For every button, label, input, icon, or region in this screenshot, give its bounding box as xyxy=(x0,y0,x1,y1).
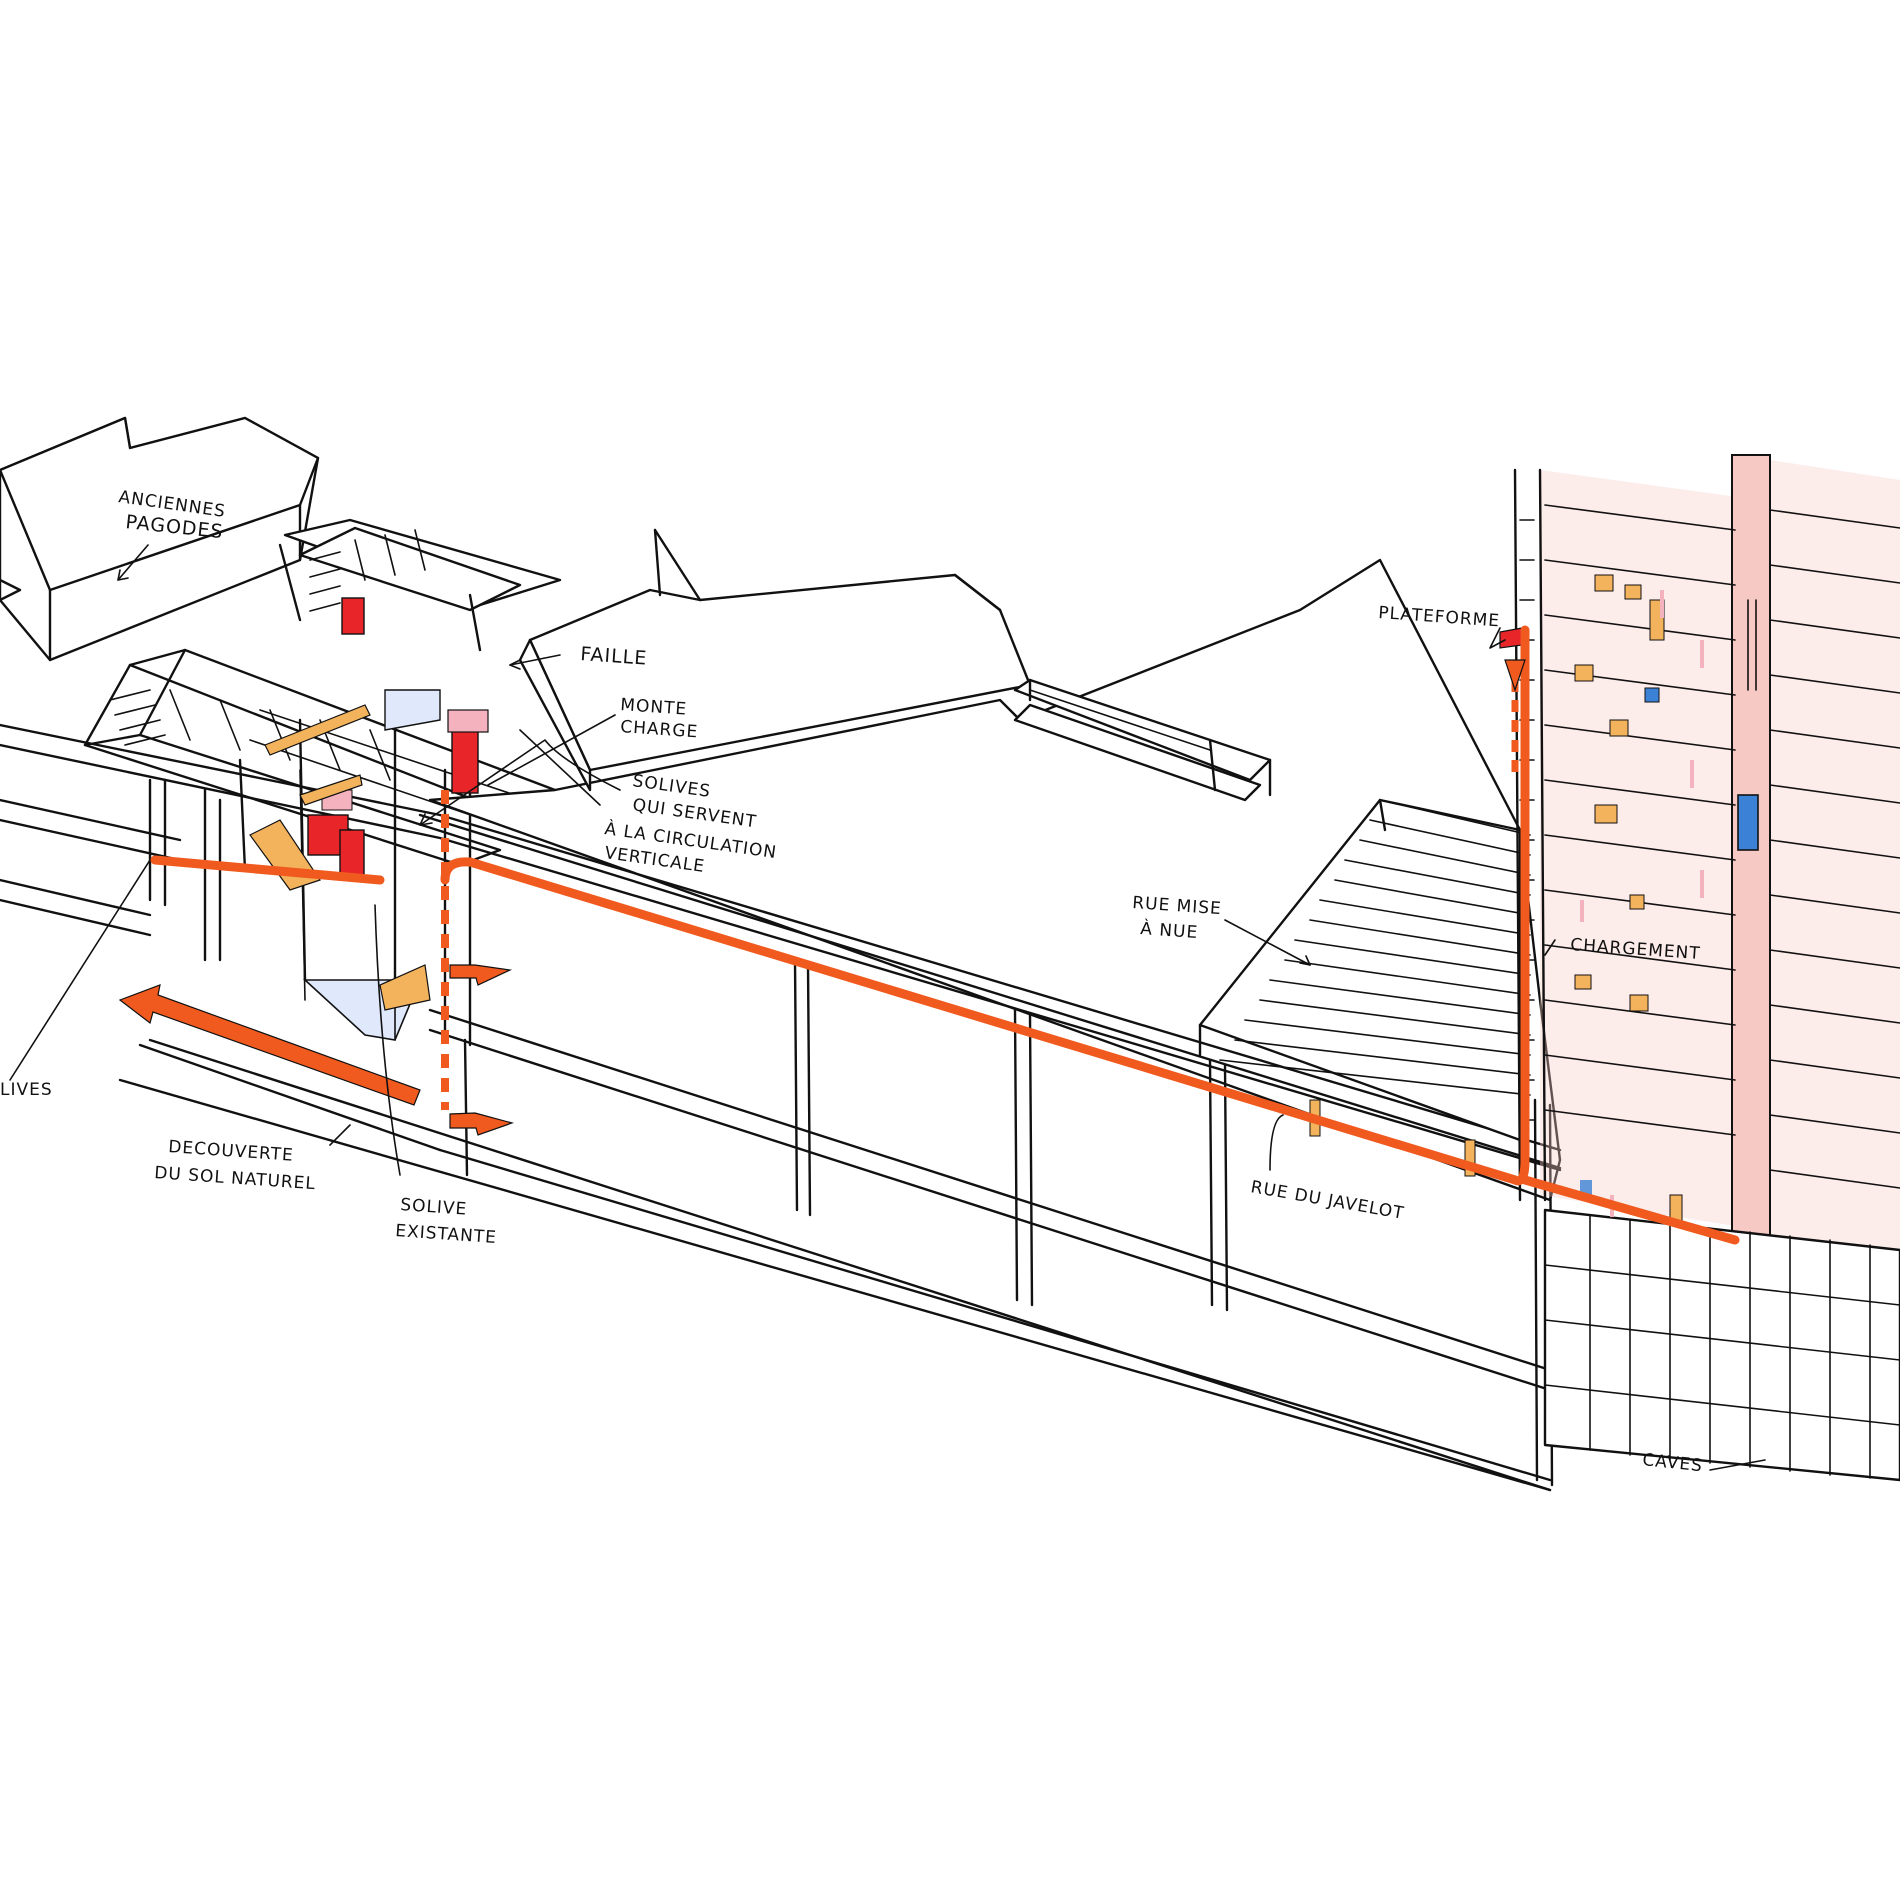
label-decouverte: DECOUVERTE xyxy=(168,1137,295,1166)
goods-blocks xyxy=(1309,574,1704,1226)
label-solives-cut: LIVES xyxy=(0,1080,53,1100)
direction-arrow-icon xyxy=(118,659,1526,1136)
circulation-paths xyxy=(118,625,1740,1245)
label-faille: FAILLE xyxy=(580,643,648,670)
label-sol-naturel: DU SOL NATUREL xyxy=(154,1163,317,1194)
right-building xyxy=(1309,454,1900,1482)
label-monte: MONTE xyxy=(620,695,688,720)
label-rue-javelot: RUE DU JAVELOT xyxy=(1249,1177,1406,1224)
lift-icon xyxy=(1737,794,1759,851)
leader-lines xyxy=(9,544,1766,1471)
faille-block xyxy=(518,528,1032,792)
pagodes-block xyxy=(0,416,320,662)
label-solive: SOLIVE xyxy=(400,1195,468,1220)
footbridge xyxy=(1013,678,1272,802)
exposed-joists xyxy=(1198,798,1531,1142)
label-existante: EXISTANTE xyxy=(395,1221,498,1248)
